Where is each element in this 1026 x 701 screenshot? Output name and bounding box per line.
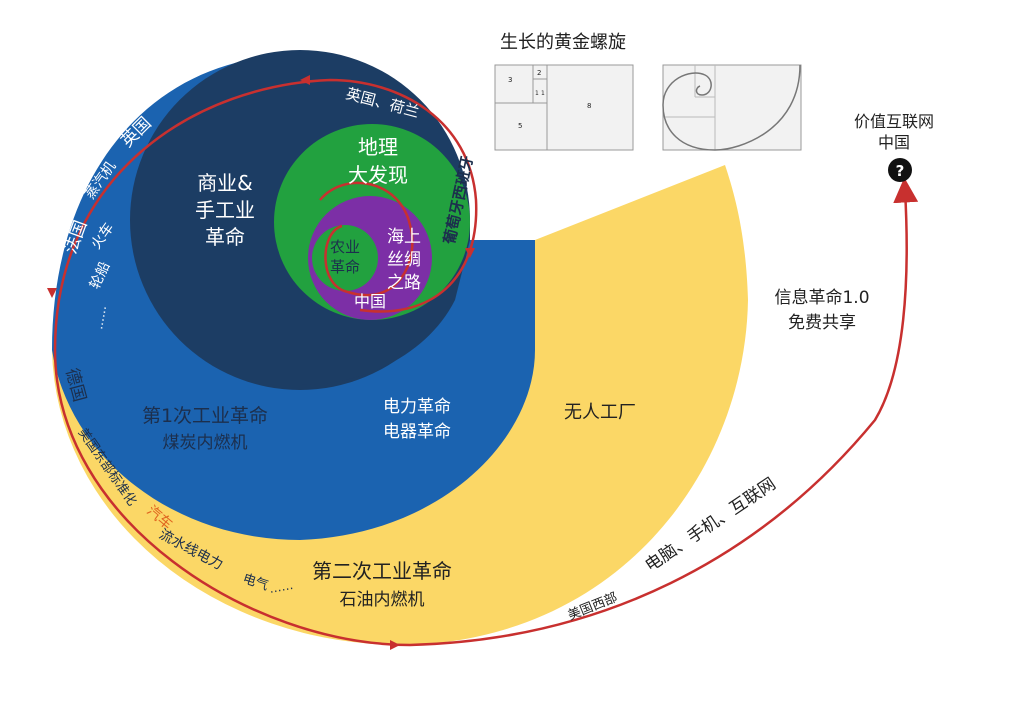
spiral-arrow-left	[47, 288, 57, 298]
ind2-line1: 第二次工业革命	[312, 559, 452, 583]
ind2-dots: ……	[268, 578, 294, 596]
silk-line1: 海上	[387, 227, 421, 247]
ind1-dots: ……	[91, 304, 109, 330]
gas-label: 电气	[241, 571, 271, 594]
commerce-line1: 商业&	[197, 171, 253, 195]
agri-line1: 农业	[330, 238, 360, 256]
golden-spiral-figure	[662, 64, 802, 151]
electric-line2: 电器革命	[383, 422, 451, 442]
ind2-line2: 石油内燃机	[340, 590, 425, 610]
ind1-line1: 第1次工业革命	[142, 405, 268, 427]
question-mark: ?	[896, 162, 905, 180]
commerce-line2: 手工业	[195, 198, 255, 222]
value-net-line1: 价值互联网	[854, 112, 934, 131]
question-icon	[888, 158, 912, 182]
commerce-line3: 革命	[205, 225, 245, 249]
diagram-title: 生长的黄金螺旋	[500, 32, 626, 53]
dili-line1: 地理	[358, 135, 398, 159]
golden-label-1a: 1	[535, 90, 539, 97]
golden-rectangle-figure: 3 2 1 1 5 8	[494, 64, 634, 151]
silk-line2: 丝绸	[387, 250, 421, 270]
spiral-path	[53, 78, 907, 647]
golden-label-8: 8	[587, 102, 591, 110]
spiral-arrow-top	[300, 75, 310, 85]
china-inner-label: 中国	[354, 292, 386, 311]
spiral-arrow-inner	[465, 248, 475, 258]
golden-label-2: 2	[537, 69, 541, 77]
agri-line2: 革命	[330, 258, 360, 276]
golden-label-1b: 1	[541, 90, 545, 97]
info-line2: 免费共享	[788, 313, 856, 333]
unmanned-factory-label: 无人工厂	[564, 402, 636, 423]
spiral-arrow-bottom	[390, 640, 400, 650]
golden-label-5: 5	[518, 122, 522, 130]
silk-line3: 之路	[387, 273, 421, 293]
info-line1: 信息革命1.0	[774, 288, 869, 308]
electric-line1: 电力革命	[383, 397, 451, 417]
value-net-line2: 中国	[878, 133, 910, 152]
golden-label-3: 3	[508, 76, 512, 84]
ind1-line2: 煤炭内燃机	[163, 433, 248, 453]
dili-line2: 大发现	[348, 163, 408, 187]
